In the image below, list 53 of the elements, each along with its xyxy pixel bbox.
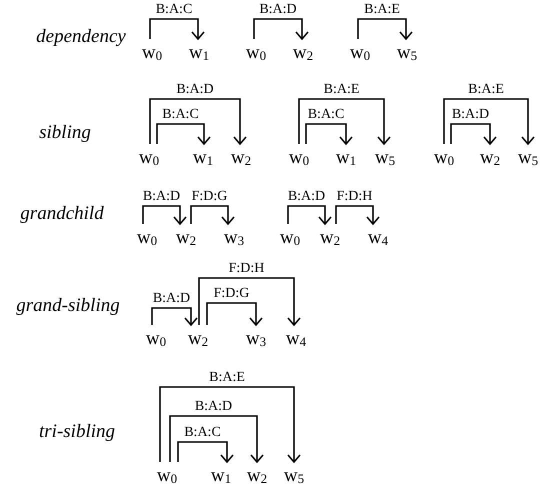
arrow (156, 123, 211, 145)
arrow (142, 205, 187, 225)
word-token: w$_{5}$ (371, 146, 399, 168)
word-token: w$_{0}$ (133, 226, 161, 248)
word-token: w$_{1}$ (332, 146, 360, 168)
arrow (298, 98, 391, 145)
row-label: sibling (39, 122, 91, 144)
row-label: tri-sibling (39, 421, 115, 443)
arrow (253, 18, 309, 40)
arrow (198, 277, 301, 326)
word-token: w$_{3}$ (220, 226, 248, 248)
word-token: w$_{1}$ (185, 41, 213, 63)
arrow (335, 205, 380, 225)
word-token: w$_{0}$ (138, 41, 166, 63)
word-token: w$_{0}$ (242, 41, 270, 63)
arrow (177, 441, 234, 463)
arrow (149, 98, 247, 145)
arrow (450, 123, 497, 145)
arrow (190, 205, 235, 225)
word-token: w$_{1}$ (207, 464, 235, 484)
word-token: w$_{0}$ (430, 146, 458, 168)
arrow (357, 18, 413, 40)
word-token: w$_{1}$ (189, 146, 217, 168)
word-token: w$_{0}$ (135, 146, 163, 168)
word-token: w$_{4}$ (364, 226, 392, 248)
arrow (443, 98, 535, 145)
arrow (305, 123, 353, 145)
word-token: w$_{0}$ (285, 146, 313, 168)
arrow (287, 205, 332, 225)
word-token: w$_{0}$ (142, 327, 170, 349)
arrow (151, 307, 198, 326)
word-token: w$_{2}$ (316, 226, 344, 248)
word-token: w$_{2}$ (289, 41, 317, 63)
arrow (159, 386, 301, 463)
word-token: w$_{2}$ (227, 146, 255, 168)
row-label: dependency (36, 26, 126, 48)
word-token: w$_{0}$ (276, 226, 304, 248)
arrow (206, 302, 263, 326)
word-token: w$_{5}$ (514, 146, 542, 168)
row-label: grandchild (20, 203, 104, 225)
arrow (169, 415, 264, 463)
word-token: w$_{3}$ (242, 327, 270, 349)
word-token: w$_{0}$ (153, 464, 181, 484)
word-token: w$_{5}$ (393, 41, 421, 63)
word-token: w$_{2}$ (243, 464, 271, 484)
word-token: w$_{2}$ (172, 226, 200, 248)
row-label: grand-sibling (16, 295, 120, 317)
word-token: w$_{5}$ (280, 464, 308, 484)
word-token: w$_{2}$ (476, 146, 504, 168)
word-token: w$_{2}$ (184, 327, 212, 349)
word-token: w$_{0}$ (346, 41, 374, 63)
arrow (149, 18, 205, 40)
word-token: w$_{4}$ (282, 327, 310, 349)
